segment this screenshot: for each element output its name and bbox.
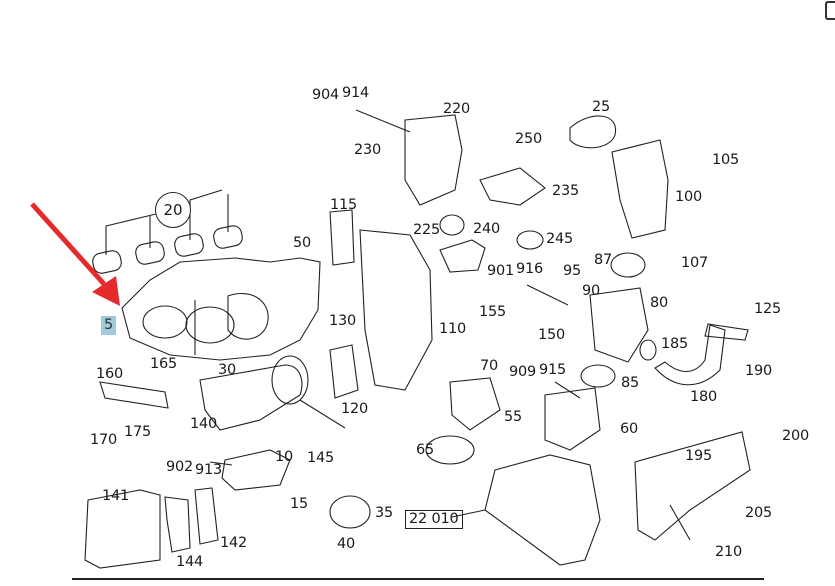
- part-label-100[interactable]: 100: [675, 189, 703, 205]
- part-label-70[interactable]: 70: [480, 358, 499, 374]
- pipe-180: [654, 324, 726, 386]
- part-label-165[interactable]: 165: [150, 356, 178, 372]
- group-label-22010[interactable]: 22 010: [405, 510, 463, 529]
- part-label-916[interactable]: 916: [516, 261, 544, 277]
- actuator-235: [479, 167, 546, 206]
- part-label-901[interactable]: 901: [487, 263, 515, 279]
- part-label-902[interactable]: 902: [166, 459, 194, 475]
- part-label-65[interactable]: 65: [416, 442, 435, 458]
- part-label-914[interactable]: 914: [342, 85, 370, 101]
- part-label-180[interactable]: 180: [690, 389, 718, 405]
- part-label-60[interactable]: 60: [620, 421, 639, 437]
- part-label-15[interactable]: 15: [290, 496, 309, 512]
- part-label-85[interactable]: 85: [621, 375, 640, 391]
- cap-35: [329, 495, 371, 529]
- part-label-110[interactable]: 110: [439, 321, 467, 337]
- part-label-220[interactable]: 220: [443, 101, 471, 117]
- part-label-140[interactable]: 140: [190, 416, 218, 432]
- flange-55: [449, 377, 501, 431]
- housing-110: [359, 229, 433, 391]
- part-label-80[interactable]: 80: [650, 295, 669, 311]
- bottom-rule: [72, 578, 764, 580]
- plate-240: [439, 239, 486, 273]
- valve-10: [221, 449, 291, 491]
- part-label-95[interactable]: 95: [563, 263, 582, 279]
- gasket-25: [569, 115, 616, 149]
- part-label-145[interactable]: 145: [307, 450, 335, 466]
- gasket-115: [329, 209, 355, 266]
- part-label-195[interactable]: 195: [685, 448, 713, 464]
- part-label-245[interactable]: 245: [546, 231, 574, 247]
- part-label-50[interactable]: 50: [293, 235, 312, 251]
- intake-manifold-part: [121, 257, 321, 361]
- part-label-141[interactable]: 141: [102, 488, 130, 504]
- part-label-240[interactable]: 240: [473, 221, 501, 237]
- intake-gaskets-20: [92, 189, 243, 274]
- callout-20-text: 20: [163, 201, 183, 219]
- part-label-230[interactable]: 230: [354, 142, 382, 158]
- part-label-142[interactable]: 142: [220, 535, 248, 551]
- part-label-175[interactable]: 175: [124, 424, 152, 440]
- part-label-913[interactable]: 913: [195, 462, 223, 478]
- part-label-120[interactable]: 120: [341, 401, 369, 417]
- part-label-30[interactable]: 30: [218, 362, 237, 378]
- part-label-107[interactable]: 107: [681, 255, 709, 271]
- part-label-155[interactable]: 155: [479, 304, 507, 320]
- part-label-105[interactable]: 105: [712, 152, 740, 168]
- part-label-200[interactable]: 200: [782, 428, 810, 444]
- part-label-10[interactable]: 10: [275, 449, 294, 465]
- bracket-195: [634, 431, 751, 541]
- part-label-235[interactable]: 235: [552, 183, 580, 199]
- throttle-60: [544, 387, 601, 451]
- part-label-225[interactable]: 225: [413, 222, 441, 238]
- module-141: [84, 487, 219, 569]
- egr-valve-220: [355, 109, 463, 206]
- pipe-80: [589, 287, 649, 363]
- part-label-909[interactable]: 909: [509, 364, 537, 380]
- part-label-5-highlighted[interactable]: 5: [101, 316, 117, 335]
- part-label-250[interactable]: 250: [515, 131, 543, 147]
- part-label-210[interactable]: 210: [715, 544, 743, 560]
- part-label-205[interactable]: 205: [745, 505, 773, 521]
- elbow-100: [611, 139, 669, 239]
- part-label-115[interactable]: 115: [330, 197, 358, 213]
- part-label-160[interactable]: 160: [96, 366, 124, 382]
- part-label-144[interactable]: 144: [176, 554, 204, 570]
- part-label-150[interactable]: 150: [538, 327, 566, 343]
- bracket-160: [99, 381, 169, 409]
- corner-bracket-icon: [825, 1, 835, 20]
- part-callout-20[interactable]: 20: [155, 192, 191, 228]
- part-label-40[interactable]: 40: [337, 536, 356, 552]
- part-label-130[interactable]: 130: [329, 313, 357, 329]
- housing-22010: [484, 454, 601, 566]
- egr-cooler-140: [199, 355, 346, 431]
- part-label-170[interactable]: 170: [90, 432, 118, 448]
- gasket-120: [329, 344, 359, 399]
- part-label-915[interactable]: 915: [539, 362, 567, 378]
- part-label-35[interactable]: 35: [375, 505, 394, 521]
- red-arrow-indicator: [30, 202, 120, 306]
- part-label-904[interactable]: 904: [312, 87, 340, 103]
- part-label-90[interactable]: 90: [582, 283, 601, 299]
- part-label-185[interactable]: 185: [661, 336, 689, 352]
- part-label-190[interactable]: 190: [745, 363, 773, 379]
- part-label-25[interactable]: 25: [592, 99, 611, 115]
- part-label-125[interactable]: 125: [754, 301, 782, 317]
- part-label-55[interactable]: 55: [504, 409, 523, 425]
- part-label-87[interactable]: 87: [594, 252, 613, 268]
